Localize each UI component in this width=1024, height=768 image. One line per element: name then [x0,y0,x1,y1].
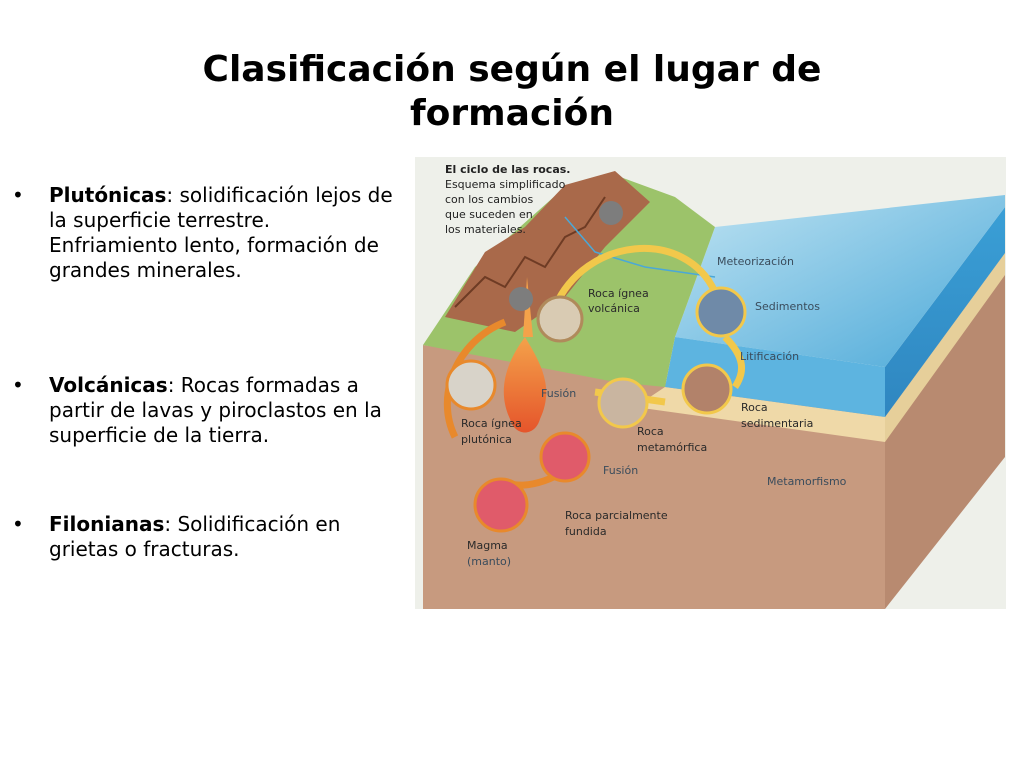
roca-sedimentaria-circle [681,363,733,415]
cycle-arrow-right [722,334,746,389]
roca-ignea-plutonica-circle [445,359,497,411]
label-roca-ignea-volcanica: volcánica [588,302,640,315]
sea-surface [675,195,1005,367]
bullet-term: Volcánicas [49,373,168,397]
label-roca-metamorfica: Roca [637,425,664,438]
bullet-text: : solidificación lejos de la superficie … [49,183,393,282]
diagram-caption-line: los materiales. [445,223,526,236]
diagram-caption-line: Esquema simplificado [445,178,566,191]
label-roca-ignea-plutonica: plutónica [461,433,512,446]
label-sedimentos: Sedimentos [755,300,820,313]
label-metamorfismo: Metamorfismo [767,475,847,488]
label-litificacion: Litificación [740,350,799,363]
mountain-range [445,171,650,332]
rock-cycle-illustration: El ciclo de las rocas. Esquema simplific… [423,163,1005,609]
diagram-caption-line: El ciclo de las rocas. [445,163,570,176]
bullet-text: : Solidificación en grietas o fracturas. [49,512,341,561]
bullet-dot: • [12,373,24,397]
river [564,216,716,278]
rock-cycle-diagram: El ciclo de las rocas. Esquema simplific… [415,157,1006,609]
title-line-1: Clasificación según el lugar de [202,49,822,90]
label-magma: Magma [467,539,508,552]
volcano-smoke-2 [599,201,623,225]
bullet-term: Plutónicas [49,183,167,207]
mountain-ridges [454,196,606,308]
sea-front [665,337,885,417]
label-roca-metamorfica: metamórfica [637,441,707,454]
sedimentos-circle [695,286,747,338]
label-roca-parcialmente-fundida: Roca parcialmente [565,509,668,522]
label-manto: (manto) [467,555,511,568]
label-roca-sedimentaria: Roca [741,401,768,414]
magma-circle [473,477,529,533]
title-line-2: formación [410,93,614,134]
label-roca-parcialmente-fundida: fundida [565,525,607,538]
cycle-arrow-outer [551,244,719,309]
bullet-plutonicas: • Plutónicas: solidificación lejos de la… [12,183,402,283]
label-roca-ignea-volcanica: Roca ígnea [588,287,649,300]
label-fusion-lower: Fusión [603,464,638,477]
crust-side [885,253,1005,609]
magma-chamber [503,337,547,433]
roca-ignea-volcanica-circle [536,295,584,343]
bullet-text: : Rocas formadas a partir de lavas y pir… [49,373,382,447]
label-roca-ignea-plutonica: Roca ígnea [461,417,522,430]
bullet-volcanicas: • Volcánicas: Rocas formadas a partir de… [12,373,402,448]
bullet-dot: • [12,183,24,207]
slide-title: Clasificación según el lugar de formació… [0,48,1024,136]
label-meteorizacion: Meteorización [717,255,794,268]
roca-parcialmente-fundida-circle [539,431,591,483]
diagram-caption-line: que suceden en [445,208,533,221]
sediment-layer-side [885,253,1005,442]
volcano-smoke-1 [509,287,533,311]
bullet-term: Filonianas [49,512,165,536]
bullet-dot: • [12,512,24,536]
label-fusion-upper: Fusión [541,387,576,400]
bullet-filonianas: • Filonianas: Solidificación en grietas … [12,512,402,562]
roca-metamorfica-circle [597,377,649,429]
label-roca-sedimentaria: sedimentaria [741,417,813,430]
sea-side-face [885,207,1005,417]
diagram-caption-line: con los cambios [445,193,534,206]
